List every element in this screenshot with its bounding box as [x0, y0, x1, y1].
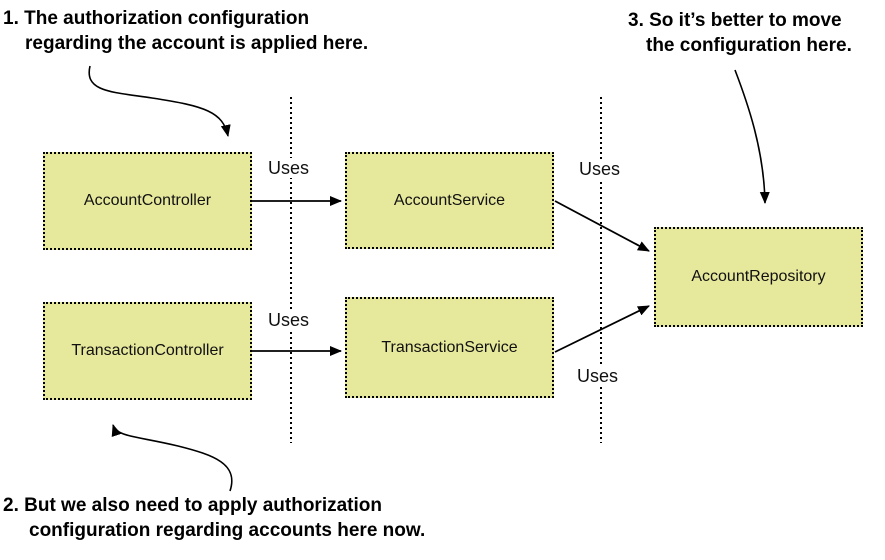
node-transaction-service-label: TransactionService: [381, 338, 518, 356]
node-account-repository: AccountRepository: [654, 227, 863, 327]
node-transaction-controller-label: TransactionController: [71, 342, 224, 359]
annotation-2: 2. But we also need to apply authorizati…: [3, 493, 425, 543]
annotation-2-line-1: 2. But we also need to apply authorizati…: [3, 495, 382, 516]
node-account-controller: AccountController: [43, 152, 252, 250]
annotation-3-line-1: 3. So it’s better to move: [628, 10, 842, 31]
node-transaction-service: TransactionService: [345, 297, 554, 398]
edge-label-uses-controller-service-bottom: Uses: [264, 310, 314, 330]
edge-label-uses-service-repository-top: Uses: [575, 159, 625, 179]
node-account-repository-label: AccountRepository: [691, 268, 826, 285]
annotation-3: 3. So it’s better to move the configurat…: [628, 8, 852, 58]
annotation-2-line-2: configuration regarding accounts here no…: [29, 520, 426, 541]
curved-arrow-annotation-2: [111, 424, 233, 492]
node-transaction-controller: TransactionController: [43, 302, 252, 400]
node-account-service-label: AccountService: [393, 191, 506, 209]
edge-label-uses-service-repository-bottom: Uses: [573, 366, 623, 386]
annotation-1: 1. The authorization configuration regar…: [3, 6, 368, 56]
curved-arrow-annotation-1: [88, 65, 231, 137]
node-account-controller-label: AccountController: [83, 192, 212, 209]
edge-label-uses-controller-service-top: Uses: [264, 158, 314, 178]
curved-arrow-annotation-3: [734, 69, 770, 204]
annotation-1-line-1: 1. The authorization configuration: [3, 8, 310, 29]
arrow-transaction-service-to-account-repository: [554, 305, 650, 353]
annotation-1-line-2: regarding the account is applied here.: [25, 33, 369, 54]
arrow-account-service-to-account-repository: [554, 200, 650, 252]
annotation-3-line-2: the configuration here.: [646, 35, 852, 56]
node-account-service: AccountService: [345, 152, 554, 249]
